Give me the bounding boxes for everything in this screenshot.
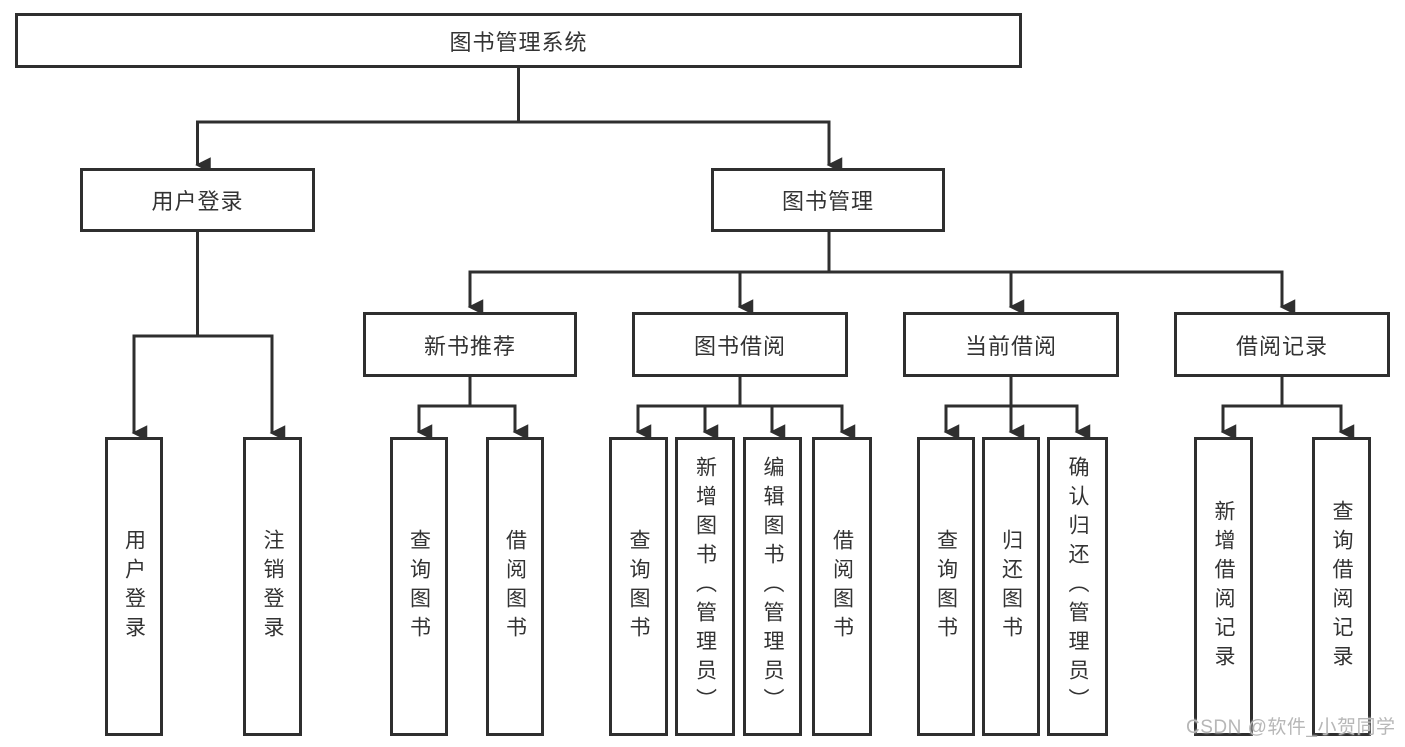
leaf-logout: 注销登录 [243,437,302,736]
node-user-login: 用户登录 [80,168,315,232]
leaf-add-borrow-record: 新增借阅记录 [1194,437,1253,736]
leaf-user-login-label: 用户登录 [122,528,146,645]
node-root: 图书管理系统 [15,13,1022,68]
leaf-add-book-admin: 新增图书（管理员） [675,437,735,736]
node-user-login-label: 用户登录 [151,189,244,214]
leaf-add-book-admin-label: 新增图书（管理员） [693,456,717,717]
leaf-user-login: 用户登录 [105,437,163,736]
leaf-edit-book-admin: 编辑图书（管理员） [743,437,802,736]
node-book-borrow: 图书借阅 [632,312,848,377]
leaf-confirm-return-admin-label: 确认归还（管理员） [1066,456,1089,717]
leaf-query-books-current: 查询图书 [917,437,975,736]
leaf-edit-book-admin-label: 编辑图书（管理员） [761,456,784,717]
node-new-book-recommend-label: 新书推荐 [423,333,516,359]
node-current-borrow: 当前借阅 [903,312,1119,377]
node-borrow-records-label: 借阅记录 [1235,333,1328,359]
leaf-query-books-recommend: 查询图书 [390,437,448,736]
leaf-query-books-borrow: 查询图书 [609,437,668,736]
node-borrow-records: 借阅记录 [1174,312,1390,377]
leaf-query-borrow-record-label: 查询借阅记录 [1330,499,1353,674]
csdn-watermark: CSDN @软件_小贺同学 [1186,717,1396,738]
node-book-management-label: 图书管理 [781,189,874,214]
leaf-return-book: 归还图书 [982,437,1040,736]
leaf-query-books-borrow-label: 查询图书 [627,528,650,645]
leaf-borrow-books: 借阅图书 [812,437,872,736]
leaf-borrow-books-recommend-label: 借阅图书 [503,528,527,645]
leaf-query-borrow-record: 查询借阅记录 [1312,437,1371,736]
node-current-borrow-label: 当前借阅 [964,333,1057,359]
leaf-logout-label: 注销登录 [261,528,284,645]
leaf-confirm-return-admin: 确认归还（管理员） [1047,437,1108,736]
leaf-borrow-books-recommend: 借阅图书 [486,437,544,736]
node-root-label: 图书管理系统 [449,29,588,55]
node-book-borrow-label: 图书借阅 [693,333,786,359]
node-new-book-recommend: 新书推荐 [363,312,577,377]
leaf-query-books-current-label: 查询图书 [934,528,958,645]
leaf-query-books-recommend-label: 查询图书 [407,528,431,645]
leaf-return-book-label: 归还图书 [999,528,1023,645]
leaf-add-borrow-record-label: 新增借阅记录 [1212,499,1235,674]
node-book-management: 图书管理 [711,168,945,232]
leaf-borrow-books-label: 借阅图书 [830,528,854,645]
